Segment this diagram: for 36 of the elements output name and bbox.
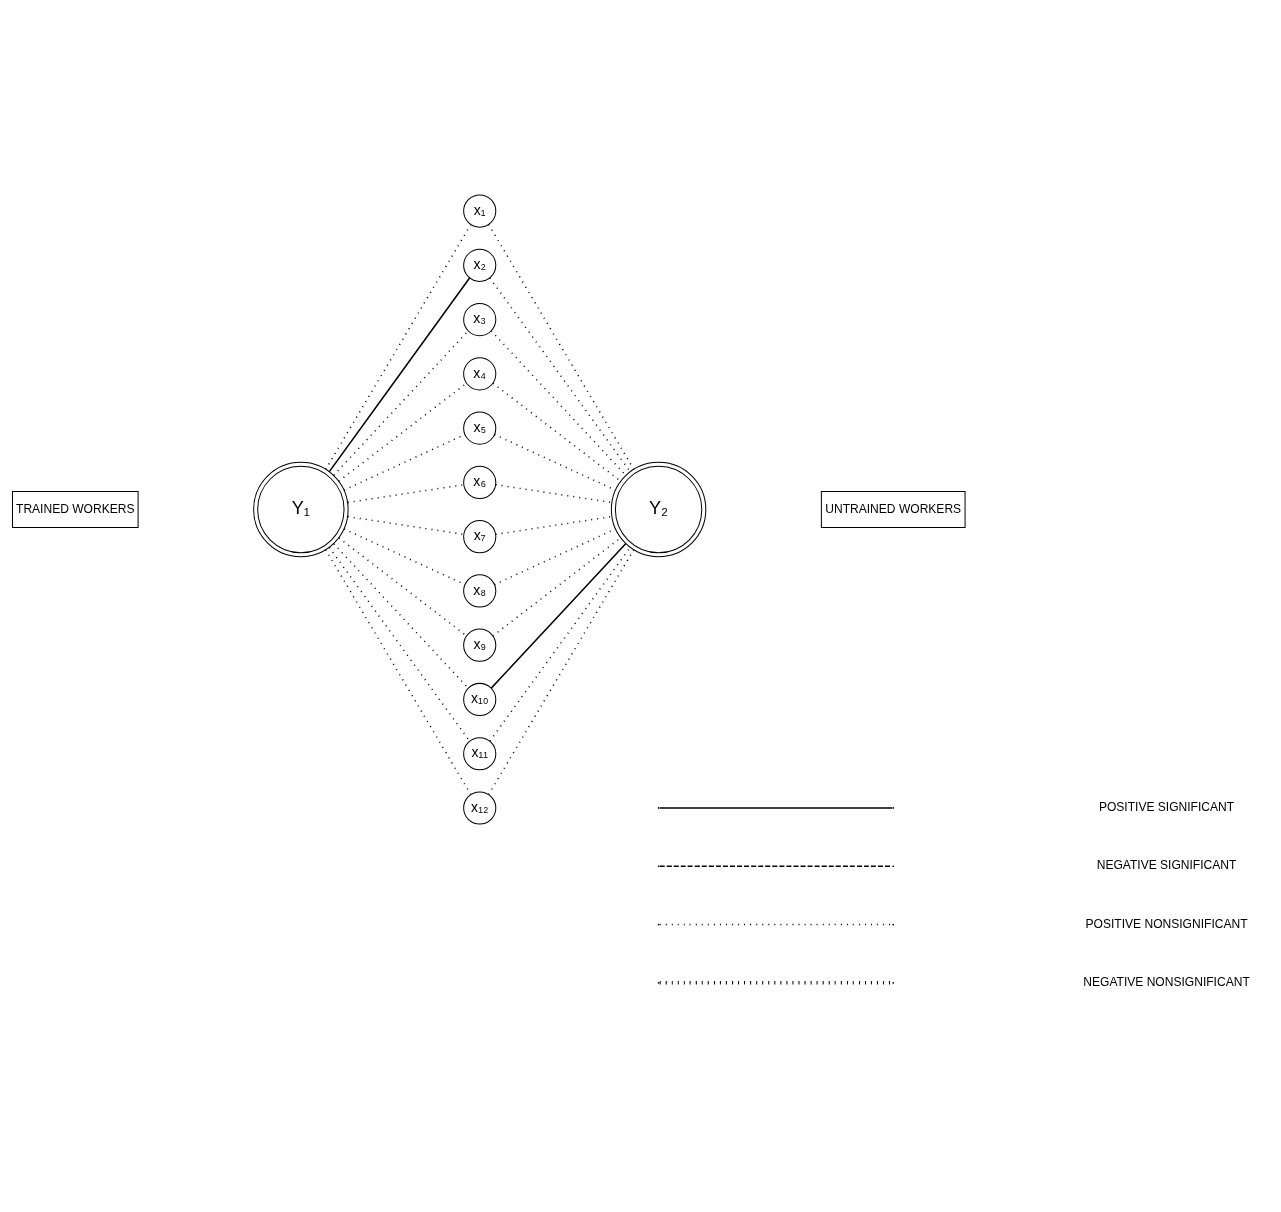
connector (488, 223, 635, 470)
node-circle: x₁₂ (463, 791, 497, 825)
node-circle: Y₁ (253, 461, 349, 558)
connector (495, 515, 613, 536)
node-circle: x₂ (463, 248, 497, 282)
connector (495, 483, 613, 504)
legend-label: POSITIVE SIGNIFICANT (1098, 800, 1235, 815)
connector (333, 330, 469, 476)
connector (490, 330, 627, 476)
connector (324, 549, 472, 796)
connector (324, 224, 472, 471)
node-circle: x₈ (463, 574, 497, 608)
connector (338, 382, 467, 482)
node-circle: x₅ (463, 411, 497, 445)
node-box: TRAINED WORKERS (11, 490, 139, 529)
connector (490, 543, 627, 689)
connector (328, 277, 471, 473)
node-circle: x₃ (463, 303, 497, 337)
connector (488, 549, 635, 796)
node-circle: x₁ (463, 194, 497, 228)
connector (347, 483, 465, 504)
legend-label: NEGATIVE NONSIGNIFICANT (1083, 974, 1250, 989)
connector (328, 546, 471, 742)
node-circle: x₁₀ (463, 682, 497, 717)
node-circle: x₇ (463, 520, 497, 554)
legend-label: POSITIVE NONSIGNIFICANT (1085, 916, 1248, 931)
legend-label: NEGATIVE SIGNIFICANT (1096, 858, 1237, 873)
node-box: UNTRAINED WORKERS (820, 490, 966, 529)
node-circle: x₄ (463, 357, 497, 391)
node-circle: x₆ (463, 465, 497, 499)
connector (347, 515, 465, 536)
node-circle: x₁₁ (463, 737, 497, 771)
node-circle: x₉ (463, 628, 497, 662)
node-circle: Y₂ (610, 461, 707, 558)
connector (333, 543, 469, 689)
connector (338, 537, 467, 637)
